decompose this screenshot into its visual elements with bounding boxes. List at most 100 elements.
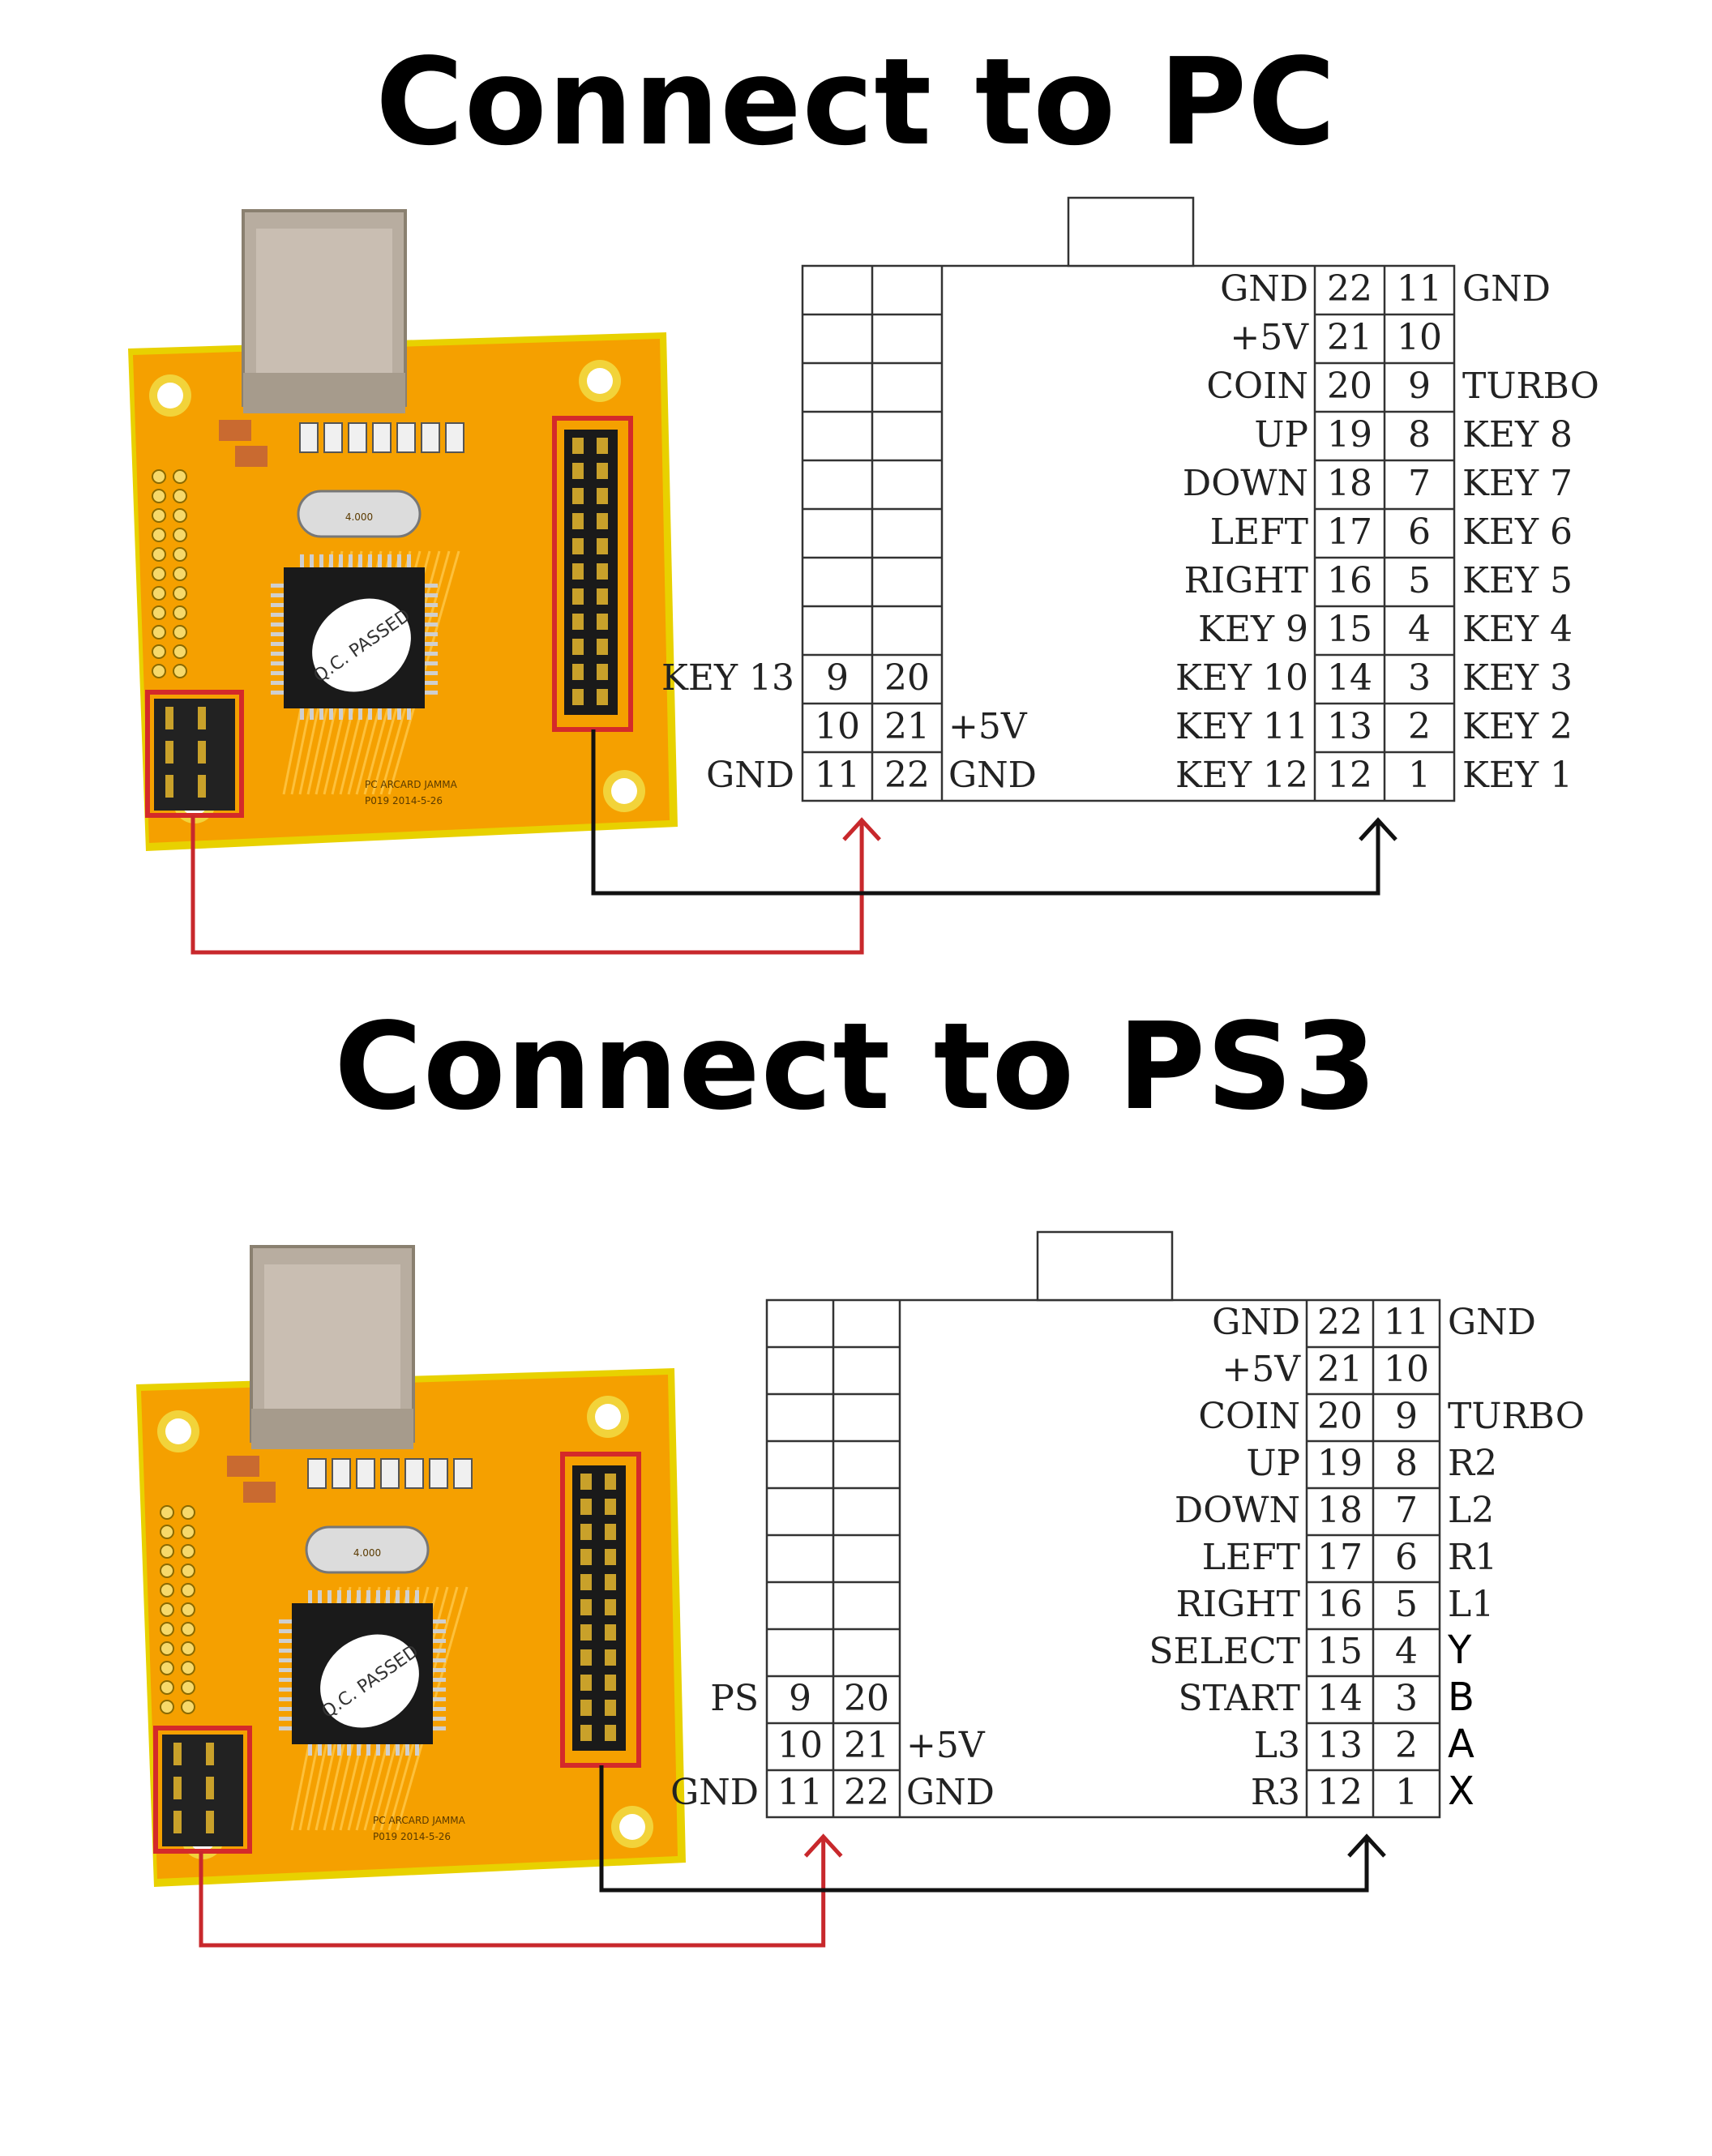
header-pin	[572, 588, 584, 605]
pin-number: 2	[1395, 1725, 1418, 1766]
header-pin	[597, 538, 608, 554]
pin-label-right: KEY 6	[1462, 511, 1573, 553]
pin-label-left: KEY 9	[1198, 609, 1308, 650]
pin-label-left: GND	[706, 755, 794, 796]
silk-board-date: P019 2014-5-26	[373, 1831, 451, 1842]
smd-resistor	[307, 1458, 327, 1489]
through-hole-pad	[152, 508, 166, 523]
pin-number: 7	[1395, 1490, 1418, 1531]
connector-key-tab	[1067, 196, 1195, 267]
red-wire-arrowhead	[803, 1833, 843, 1858]
header-pin	[206, 1743, 214, 1765]
mounting-hole	[587, 368, 613, 394]
pin-number: 21	[884, 706, 930, 747]
pin-label-left: DOWN	[1183, 463, 1308, 504]
header-pin	[572, 463, 584, 479]
chip-pin	[415, 1590, 419, 1605]
through-hole-pad	[152, 664, 166, 678]
chip-pin	[279, 1678, 293, 1682]
through-hole-pad	[160, 1641, 174, 1656]
mounting-hole	[619, 1814, 645, 1840]
pin-number: 21	[1327, 317, 1372, 358]
chip-pin	[327, 1590, 332, 1605]
black-wire	[591, 729, 1380, 896]
through-hole-pad	[181, 1661, 195, 1675]
pin-number: 9	[826, 657, 849, 699]
smd-resistor	[421, 422, 440, 453]
through-hole-pad	[160, 1700, 174, 1714]
chip-pin	[279, 1619, 293, 1623]
through-hole-pad	[173, 567, 187, 581]
pin-label-left: DOWN	[1175, 1490, 1300, 1531]
pin-number: 3	[1395, 1678, 1418, 1719]
pin-label-right: GND	[948, 755, 1037, 796]
chip-pin	[339, 705, 343, 720]
pin-number: 13	[1327, 706, 1372, 747]
through-hole-pad	[152, 489, 166, 503]
chip-pin	[386, 1741, 390, 1756]
chip-pin	[431, 1658, 446, 1662]
through-hole-pad	[160, 1544, 174, 1559]
chip-pin	[349, 554, 353, 569]
chip-pin	[318, 1741, 322, 1756]
through-hole-pad	[160, 1564, 174, 1578]
header-pin	[580, 1675, 592, 1691]
chip-pin	[279, 1717, 293, 1721]
crystal-oscillator	[297, 490, 422, 538]
chip-pin	[279, 1649, 293, 1653]
header-pin	[597, 438, 608, 454]
pin-number: 20	[1327, 366, 1372, 407]
pin-number: 3	[1408, 657, 1431, 699]
pin-number: 9	[1408, 366, 1431, 407]
through-hole-pad	[173, 489, 187, 503]
chip-pin	[378, 554, 382, 569]
through-hole-pad	[160, 1583, 174, 1598]
through-hole-pad	[181, 1544, 195, 1559]
chip-pin	[279, 1658, 293, 1662]
header-pin	[580, 1524, 592, 1540]
pin-label-left: UP	[1246, 1443, 1300, 1484]
pin-label-left: SELECT	[1149, 1631, 1300, 1672]
pin-number: 17	[1317, 1537, 1363, 1578]
chip-pin	[279, 1639, 293, 1643]
chip-pin	[271, 671, 285, 675]
header-pin	[165, 775, 173, 798]
through-hole-pad	[181, 1622, 195, 1636]
chip-pin	[431, 1688, 446, 1692]
through-hole-pad	[160, 1525, 174, 1539]
chip-pin	[279, 1668, 293, 1672]
pin-number: 22	[1327, 268, 1372, 310]
chip-pin	[318, 1590, 322, 1605]
chip-pin	[347, 1590, 351, 1605]
chip-pin	[310, 705, 314, 720]
through-hole-pad	[160, 1661, 174, 1675]
pin-number: 6	[1408, 511, 1431, 553]
pin-number: 11	[815, 755, 860, 796]
header-pin	[572, 664, 584, 680]
pin-number: 19	[1317, 1443, 1363, 1484]
through-hole-pad	[181, 1564, 195, 1578]
pin-label-left: KEY 12	[1175, 755, 1308, 796]
header-pin	[198, 707, 206, 729]
pin-label-left: COIN	[1198, 1396, 1300, 1437]
crystal-label: 4.000	[345, 511, 373, 523]
pin-label-right: A	[1448, 1722, 1474, 1767]
usb-connector-face	[264, 1264, 400, 1427]
header-pin	[580, 1574, 592, 1590]
pin-label-right: KEY 4	[1462, 609, 1573, 650]
chip-pin	[423, 681, 438, 685]
pin-number: 15	[1317, 1631, 1363, 1672]
header-pin	[165, 707, 173, 729]
crystal-label: 4.000	[353, 1547, 381, 1559]
chip-pin	[423, 632, 438, 636]
crystal-oscillator	[305, 1525, 430, 1574]
header-pin	[605, 1624, 616, 1641]
pin-number: 11	[777, 1772, 823, 1813]
chip-pin	[271, 622, 285, 627]
pin-number: 18	[1317, 1490, 1363, 1531]
smd-resistor	[372, 422, 392, 453]
pin-number: 19	[1327, 414, 1372, 456]
through-hole-pad	[152, 625, 166, 640]
pin-label-right: R1	[1448, 1537, 1497, 1578]
